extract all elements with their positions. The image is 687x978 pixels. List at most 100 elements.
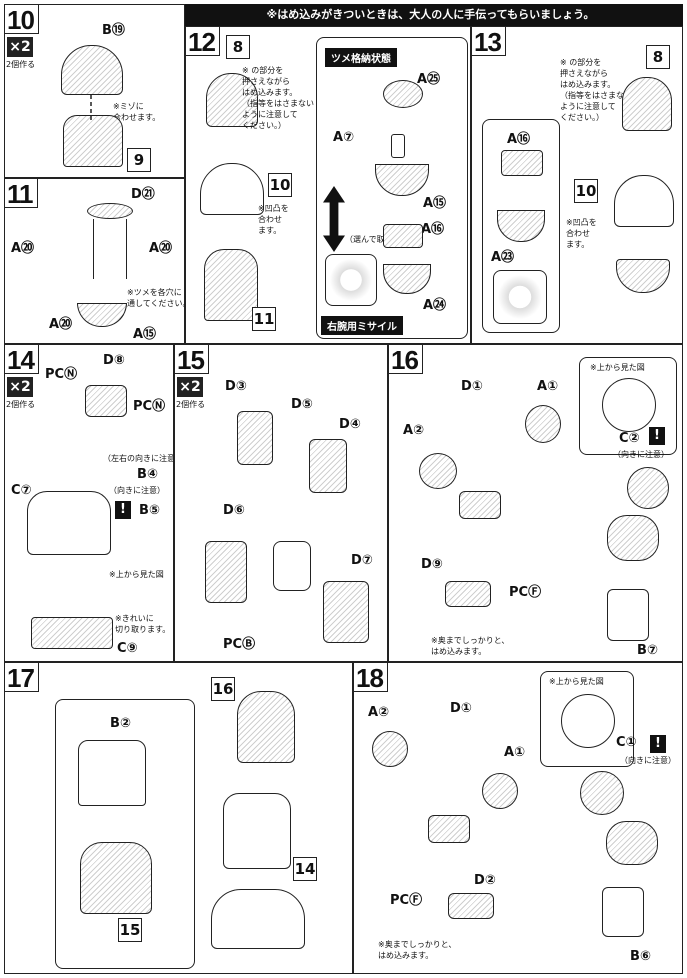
missile-cluster-illustration [383, 224, 423, 248]
plate-part-illustration [448, 893, 494, 919]
part-label: B⑤ [139, 503, 160, 518]
part-label: A② [403, 423, 425, 438]
part-label: D③ [225, 379, 247, 394]
instruction-note: ※奥までしっかりと、 はめ込みます。 [431, 636, 510, 656]
hip-part-illustration [428, 815, 470, 843]
part-label: A⑮ [423, 196, 447, 211]
part-label: C② [619, 431, 640, 446]
multiplier-note: 2個作る [6, 400, 36, 409]
claw-unit-illustration [204, 249, 258, 321]
part-label: A⑮ [133, 327, 157, 342]
joint-part-illustration [372, 731, 408, 767]
step-reference-box: 8 [226, 35, 250, 59]
claw-base-illustration [616, 259, 670, 293]
chest-part-illustration [80, 842, 152, 914]
waist-part-illustration [607, 515, 659, 561]
shell-part-illustration [309, 439, 347, 493]
swap-arrow-icon [323, 186, 345, 252]
head-assembly-illustration [237, 691, 295, 763]
step-reference-box: 10 [268, 173, 292, 197]
part-label: D⑤ [291, 397, 313, 412]
part-label: A① [537, 379, 559, 394]
step-reference-box: 11 [252, 307, 276, 331]
step-11-panel: 11 D㉑ A⑳ A⑳ A⑳ A⑮ ※ツメを各穴に 通してください。 [4, 178, 185, 344]
part-label: A② [368, 705, 390, 720]
joint-part-illustration [419, 453, 457, 489]
lower-body-illustration [211, 889, 305, 949]
claw-assembly-illustration [87, 203, 133, 219]
armor-cap-illustration [78, 740, 146, 806]
torso-assembly-illustration [223, 793, 291, 869]
box-title: ツメ格納状態 [325, 48, 397, 67]
multiplier-badge: ×2 [7, 37, 33, 57]
head-cap-illustration [206, 73, 258, 127]
part-label: A⑯ [507, 132, 531, 147]
instruction-note: ※上から見た図 [549, 677, 604, 686]
arrow-lines [90, 95, 92, 123]
step-15-panel: 15 ×2 2個作る D③ D⑤ D④ D⑥ D⑦ PCⒷ [174, 344, 388, 662]
detail-box: B② 15 [55, 699, 195, 969]
dome-part-illustration [200, 163, 264, 215]
claw-finger-illustration [93, 219, 127, 279]
head-cap-illustration [622, 77, 672, 131]
step-number: 18 [354, 663, 388, 692]
part-label: D⑥ [223, 503, 245, 518]
claw-disc-illustration [383, 80, 423, 108]
step-reference-box: 16 [211, 677, 235, 701]
step-reference-box: 8 [646, 45, 670, 69]
step-reference-box: 15 [118, 918, 142, 942]
step-number: 14 [5, 345, 39, 374]
part-label: D① [450, 701, 472, 716]
body-shell-illustration [27, 491, 111, 555]
part-label: C⑨ [117, 641, 138, 656]
multiplier-badge: ×2 [7, 377, 33, 397]
step-reference-box: 14 [293, 857, 317, 881]
step-13-panel: 13 8 ※ の部分を 押さえながら はめ込みます。 （指等をはさまない ように… [471, 26, 683, 344]
part-label: C⑦ [11, 483, 32, 498]
part-label: B⑥ [630, 949, 651, 964]
box-caption: 右腕用ミサイル [321, 316, 403, 335]
pin-part-illustration [391, 134, 405, 158]
part-label: D④ [339, 417, 361, 432]
instruction-note: ※上から見た図 [590, 363, 645, 372]
joint-part-illustration [482, 773, 518, 809]
shell-part-illustration [205, 541, 247, 603]
part-label: PCⓃ [133, 399, 166, 414]
warning-banner: ※はめ込みがきついときは、大人の人に手伝ってもらいましょう。 [178, 4, 683, 26]
part-label: B⑲ [102, 23, 125, 38]
part-label: PCⒻ [509, 585, 542, 600]
base-part-illustration [63, 115, 123, 167]
part-label: PCⒻ [390, 893, 423, 908]
bowl-part-illustration [375, 164, 429, 196]
step-number: 17 [5, 663, 39, 692]
core-part-illustration [273, 541, 311, 591]
bowl-part-illustration [383, 264, 431, 294]
part-label: A⑳ [49, 317, 73, 332]
part-label: D⑨ [421, 557, 443, 572]
part-label: D⑦ [351, 553, 373, 568]
instruction-note: ※奥までしっかりと、 はめ込みます。 [378, 940, 457, 960]
instruction-note: ※ツメを各穴に 通してください。 [127, 288, 185, 308]
part-label: PCⓃ [45, 367, 78, 382]
step-18-panel: 18 A② D① A① PCⒻ D② ※奥までしっかりと、 はめ込みます。 ※上… [353, 662, 683, 974]
step-number: 11 [5, 179, 38, 208]
step-number: 16 [389, 345, 423, 374]
part-label: A㉕ [417, 72, 441, 87]
instruction-note: ※ミゾに 合わせます。 [113, 102, 161, 122]
step-number: 15 [175, 345, 209, 374]
step-number: 13 [472, 27, 506, 56]
part-label: A⑳ [11, 241, 35, 256]
part-label: A⑯ [421, 222, 445, 237]
part-label: A㉓ [491, 250, 515, 265]
top-view-box: ※上から見た図 [540, 671, 634, 767]
part-label: A⑳ [149, 241, 173, 256]
missile-top-view-illustration [493, 270, 547, 324]
step-number: 12 [186, 27, 220, 56]
dome-part-illustration [614, 175, 674, 227]
instruction-note: （向きに注意） [613, 450, 669, 459]
step-10-panel: 10 ×2 2個作る B⑲ ※ミゾに 合わせます。 9 [4, 4, 185, 178]
joint-part-illustration [85, 385, 127, 417]
part-label: D⑧ [103, 353, 125, 368]
part-label: D① [461, 379, 483, 394]
hip-part-illustration [459, 491, 501, 519]
